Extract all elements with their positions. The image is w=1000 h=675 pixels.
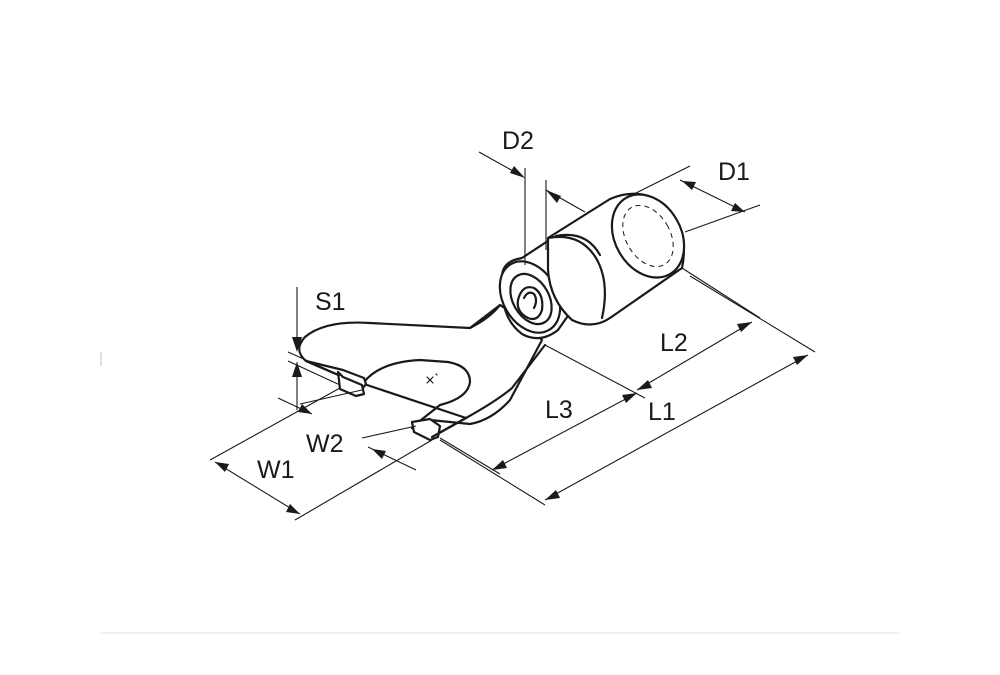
dimension-l3 [439,344,646,475]
label-d2: D2 [502,127,534,155]
fork-tongue [298,303,547,442]
label-w1: W1 [257,456,295,484]
center-mark [426,373,438,384]
dimension-d2 [478,151,586,265]
label-d1: D1 [718,158,750,186]
dimension-d1 [629,165,761,233]
dimension-s1 [287,287,345,410]
label-s1: S1 [315,288,346,316]
dimension-w1 [209,387,433,521]
dimension-l1 [439,275,816,506]
dimension-w2 [277,389,417,471]
label-l3: L3 [545,396,573,424]
label-l2: L2 [660,329,688,357]
label-w2: W2 [306,430,344,458]
label-l1: L1 [648,398,676,426]
insulation-sleeve [546,192,686,326]
dimension-l2 [636,267,761,391]
